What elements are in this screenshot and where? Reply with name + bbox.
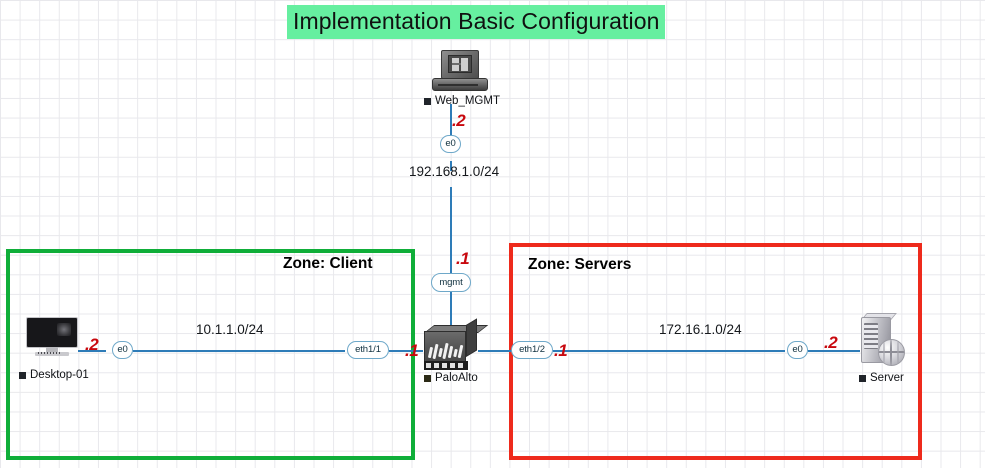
iface-web-mgmt-e0[interactable]: e0 (440, 135, 461, 153)
hostnum-web-mgmt: .2 (452, 111, 466, 130)
firewall-wave-pattern (427, 342, 464, 360)
computer-base-shape (432, 78, 488, 91)
computer-base-line (438, 84, 478, 86)
subnet-label-client: 10.1.1.0/24 (196, 322, 264, 337)
monitor-screen-glow (57, 323, 71, 336)
device-bullet-icon (859, 374, 866, 382)
iface-firewall-mgmt[interactable]: mgmt (431, 273, 471, 292)
link-servers-segment[interactable] (553, 350, 785, 352)
link-e0-to-server[interactable] (808, 350, 860, 352)
computer-screen-band (452, 63, 468, 65)
server-icon[interactable] (857, 313, 909, 369)
globe-icon (878, 339, 905, 366)
iface-firewall-eth1-2[interactable]: eth1/2 (511, 341, 553, 359)
firewall-base-shape (424, 361, 468, 370)
device-label-text: Web_MGMT (435, 95, 500, 107)
link-e0-to-subnet-label[interactable] (450, 161, 452, 171)
zone-client-box[interactable] (6, 249, 415, 460)
hostnum-desktop-01: .2 (85, 335, 99, 354)
link-firewall-to-eth1-2[interactable] (478, 350, 511, 352)
device-bullet-icon (424, 374, 431, 382)
hostnum-server: .2 (824, 333, 838, 352)
monitor-neck-shape (46, 347, 58, 353)
monitor-foot-shape (35, 352, 69, 356)
link-desktop-to-e0[interactable] (78, 350, 106, 352)
iface-firewall-eth1-1[interactable]: eth1/1 (347, 341, 389, 359)
link-subnet-to-mgmt[interactable] (450, 187, 452, 273)
device-label-desktop-01: Desktop-01 (19, 369, 89, 381)
iface-desktop-e0[interactable]: e0 (112, 341, 133, 359)
zone-servers-label: Zone: Servers (528, 256, 632, 273)
firewall-icon[interactable] (424, 318, 489, 371)
hostnum-fw-eth1-2: .1 (554, 341, 568, 360)
subnet-label-mgmt: 192.168.1.0/24 (409, 164, 500, 179)
desktop-computer-icon[interactable] (432, 50, 488, 96)
device-label-paloalto: PaloAlto (424, 372, 478, 384)
firewall-front-face (424, 331, 466, 363)
link-eth1-1-to-firewall[interactable] (389, 350, 423, 352)
device-label-text: PaloAlto (435, 372, 478, 384)
monitor-foot-detail (38, 352, 60, 354)
device-bullet-icon (424, 97, 431, 105)
link-client-segment[interactable] (133, 350, 345, 352)
hostnum-fw-mgmt: .1 (456, 249, 470, 268)
monitor-icon[interactable] (26, 317, 78, 359)
device-bullet-icon (19, 371, 26, 379)
subnet-label-servers: 172.16.1.0/24 (659, 322, 742, 337)
device-label-server: Server (859, 372, 904, 384)
iface-server-e0[interactable]: e0 (787, 341, 808, 359)
server-drive-slots (864, 323, 878, 349)
monitor-panel-shape (26, 317, 78, 348)
zone-client-label: Zone: Client (283, 255, 373, 272)
link-mgmt-to-firewall[interactable] (450, 292, 452, 327)
device-label-web-mgmt: Web_MGMT (424, 95, 500, 107)
device-label-text: Desktop-01 (30, 369, 89, 381)
hostnum-fw-eth1-1: .1 (405, 341, 419, 360)
page-title: Implementation Basic Configuration (287, 5, 666, 39)
computer-monitor-shape (441, 50, 479, 79)
link-webmgmt-to-e0[interactable] (450, 104, 452, 144)
computer-screen-shape (448, 55, 472, 73)
firewall-side-face (466, 318, 477, 357)
device-label-text: Server (870, 372, 904, 384)
